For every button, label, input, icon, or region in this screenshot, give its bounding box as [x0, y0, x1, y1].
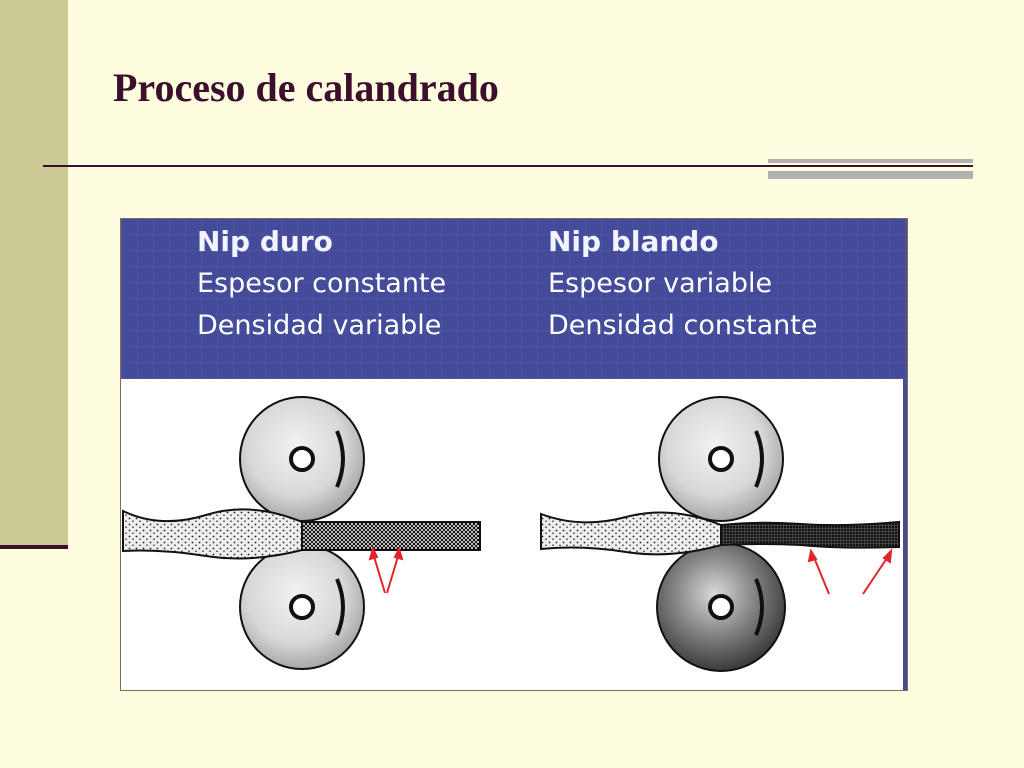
hard-nip-arrows — [368, 546, 404, 594]
calender-rolls-illustration — [122, 396, 900, 672]
hard-nip-column: Nip duro Espesor constante Densidad vari… — [197, 221, 446, 347]
left-accent-underline — [0, 545, 68, 549]
soft-nip-arrows — [807, 548, 893, 595]
hard-nip-web-outgoing — [301, 521, 481, 551]
hard-nip-top-roll-mark — [335, 430, 345, 488]
figure-header-band: Nip duro Espesor constante Densidad vari… — [121, 219, 907, 379]
soft-nip-web-outgoing — [720, 520, 900, 549]
soft-nip-density: Densidad constante — [548, 310, 818, 341]
soft-nip-web-incoming — [540, 511, 722, 556]
divider-accent-thick — [768, 171, 973, 179]
soft-nip-column: Nip blando Espesor variable Densidad con… — [548, 221, 817, 347]
soft-nip-thickness: Espesor variable — [548, 268, 773, 299]
hard-nip-density: Densidad variable — [197, 310, 442, 341]
hard-nip-web-incoming — [122, 508, 303, 560]
hard-nip-bottom-roll-axle — [289, 594, 315, 620]
soft-nip-bottom-roll-axle — [708, 594, 734, 620]
hard-nip-bottom-roll-mark — [335, 578, 345, 636]
title-divider — [43, 165, 973, 167]
soft-nip-bottom-roll-mark — [754, 578, 764, 636]
soft-nip-diagram — [540, 396, 900, 672]
soft-nip-top-roll-mark — [754, 430, 764, 488]
left-accent-bar — [0, 0, 68, 545]
hard-nip-heading: Nip duro — [197, 225, 333, 258]
figure-right-edge — [903, 379, 907, 690]
hard-nip-diagram — [122, 396, 481, 670]
hard-nip-top-roll-axle — [289, 446, 315, 472]
slide-title: Proceso de calandrado — [113, 65, 499, 110]
divider-accent-thin — [768, 159, 973, 163]
hard-nip-thickness: Espesor constante — [197, 268, 447, 299]
soft-nip-top-roll-axle — [708, 446, 734, 472]
soft-nip-heading: Nip blando — [548, 225, 719, 258]
calendering-figure: Nip duro Espesor constante Densidad vari… — [120, 218, 908, 691]
